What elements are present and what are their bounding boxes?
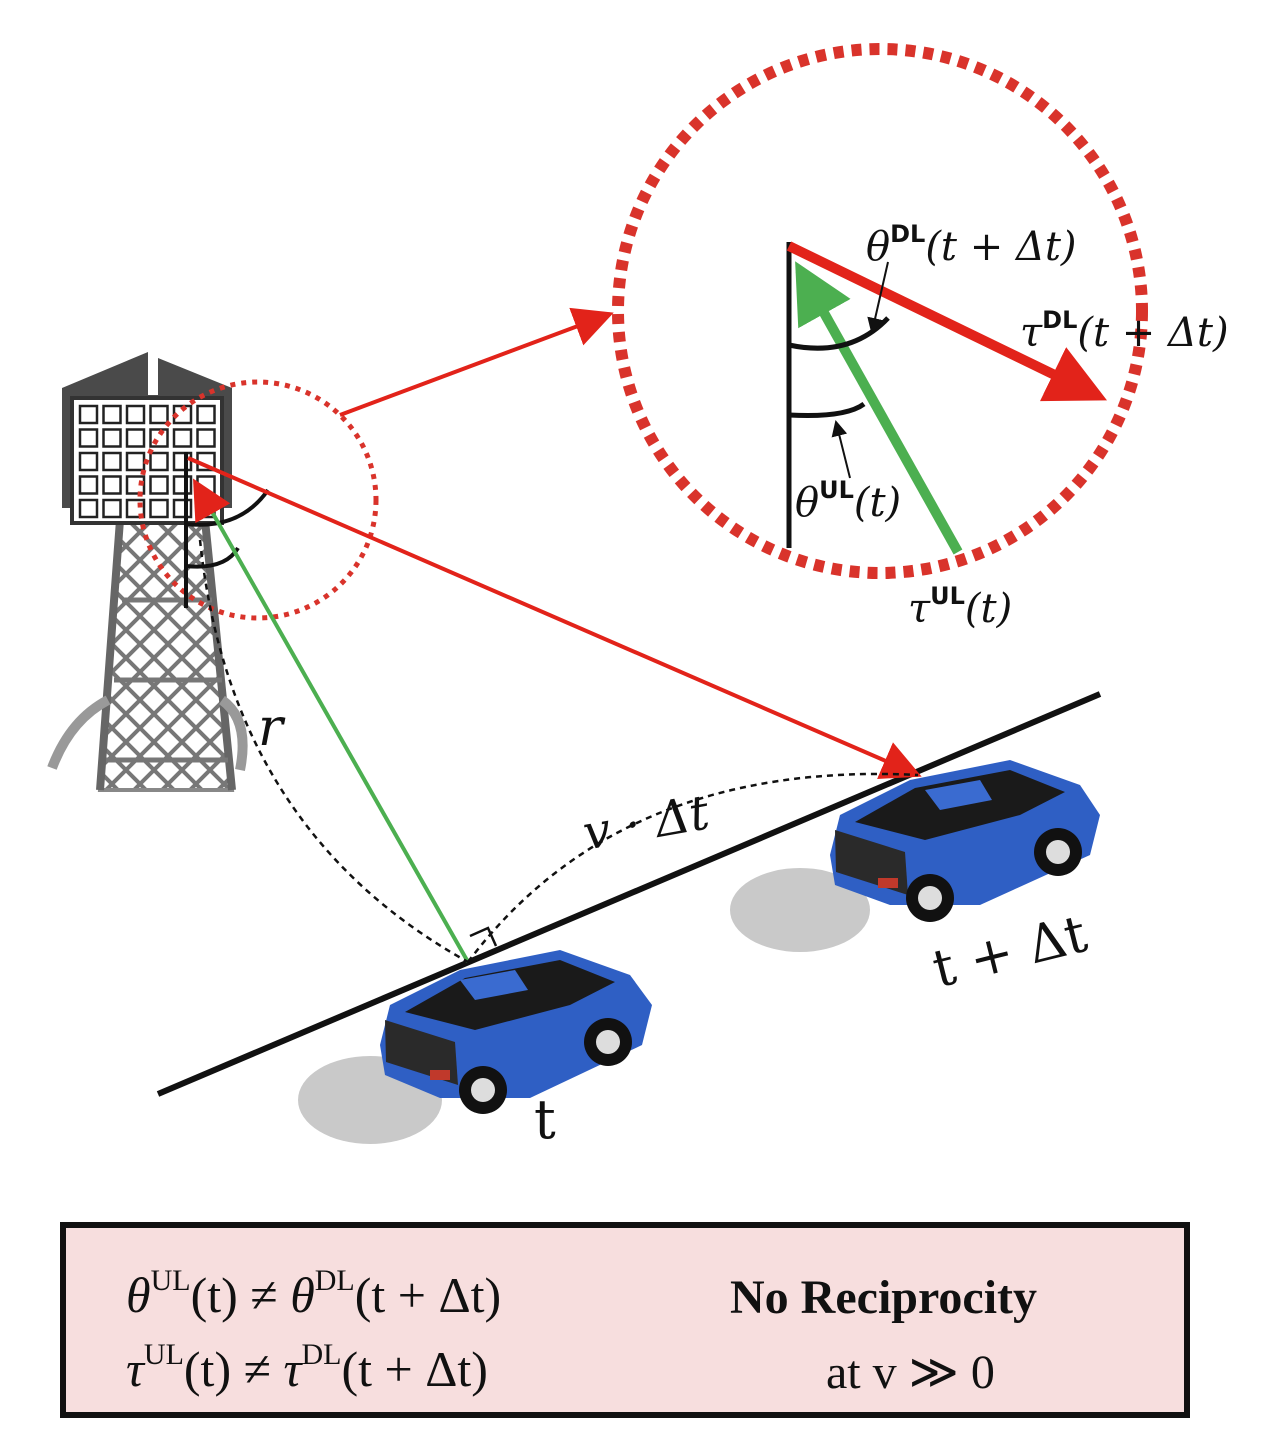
summary-row-angle: θUL(t) ≠ θDL(t + Δt) No Reciprocity — [66, 1266, 1184, 1346]
downlink-ray — [187, 456, 922, 780]
delay-inequality: τUL(t) ≠ τDL(t + Δt) — [126, 1338, 488, 1398]
antenna-element — [149, 451, 169, 472]
time-later-label: t + Δt — [927, 904, 1093, 1000]
antenna-element — [102, 498, 122, 519]
detail-angle-arc-ul — [788, 401, 866, 418]
antenna-element — [196, 404, 216, 425]
antenna-element — [149, 475, 169, 495]
antenna-element — [102, 451, 122, 472]
theta-dl-leader — [867, 261, 889, 334]
zoom-detail-circle — [612, 43, 1148, 579]
antenna-element — [172, 475, 193, 495]
road-line — [156, 691, 1102, 1097]
antenna-element — [172, 451, 193, 472]
tau-ul-label: τUL(t) — [908, 582, 1012, 632]
theta-dl-label: θDL(t + Δt) — [866, 220, 1077, 270]
antenna-element — [102, 475, 122, 495]
antenna-element — [149, 404, 169, 425]
antenna-element — [125, 428, 146, 448]
antenna-element — [172, 498, 193, 519]
distance-arc — [198, 539, 469, 964]
velocity-condition-text: at v ≫ 0 — [826, 1346, 995, 1399]
zoom-source-circle — [137, 379, 379, 621]
angle-inequality: θUL(t) ≠ θDL(t + Δt) — [126, 1264, 502, 1324]
displacement-label: v · Δt — [579, 784, 714, 861]
displacement-arc — [467, 772, 919, 963]
tower-angle-arc-dl — [185, 488, 270, 527]
theta-ul-label: θUL(t) — [795, 476, 901, 526]
no-reciprocity-text: No Reciprocity — [730, 1271, 1038, 1324]
antenna-element — [78, 451, 99, 472]
antenna-element — [125, 404, 146, 425]
antenna-element — [125, 451, 146, 472]
antenna-element — [78, 404, 99, 425]
antenna-element — [196, 428, 216, 448]
detail-uplink-arrow — [795, 261, 963, 555]
zoom-connector-arrow — [339, 307, 614, 417]
antenna-element — [78, 475, 99, 495]
summary-box: θUL(t) ≠ θDL(t + Δt) No Reciprocity τUL(… — [60, 1222, 1190, 1418]
theta-ul-leader — [831, 420, 851, 479]
time-now-label: t — [534, 1088, 556, 1151]
antenna-element — [78, 498, 99, 519]
tau-dl-label: τDL(t + Δt) — [1020, 306, 1229, 356]
car-later — [730, 760, 1100, 952]
right-angle-marker — [469, 926, 498, 947]
summary-row-delay: τUL(t) ≠ τDL(t + Δt) at v ≫ 0 — [66, 1340, 1184, 1420]
car-now — [298, 950, 652, 1144]
distance-label: r — [258, 698, 286, 758]
antenna-element — [102, 404, 122, 425]
antenna-element — [149, 498, 169, 519]
antenna-element — [172, 428, 193, 448]
antenna-element — [102, 428, 122, 448]
uplink-ray — [193, 478, 470, 963]
antenna-element — [78, 428, 99, 448]
